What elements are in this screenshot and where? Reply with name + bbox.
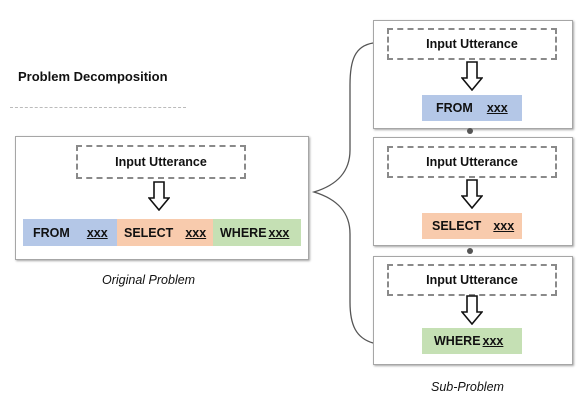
original-where-segment: WHERE xxx bbox=[213, 219, 301, 246]
subproblem-box-select: Input Utterance SELECT xxx bbox=[373, 137, 573, 246]
sub2-keyword: SELECT bbox=[432, 219, 482, 233]
title-divider bbox=[10, 107, 186, 108]
sub2-input-utterance: Input Utterance bbox=[387, 146, 557, 178]
select-keyword: SELECT bbox=[124, 225, 174, 240]
sub1-value: xxx bbox=[486, 101, 508, 115]
connector-dot bbox=[467, 128, 473, 134]
where-keyword: WHERE bbox=[220, 225, 267, 240]
connector-dot bbox=[467, 248, 473, 254]
subproblem-box-where: Input Utterance WHERE xxx bbox=[373, 256, 573, 365]
subproblem-box-from: Input Utterance FROM xxx bbox=[373, 20, 573, 129]
sub3-value: xxx bbox=[482, 334, 504, 348]
diagram-title: Problem Decomposition bbox=[18, 69, 168, 84]
sub3-where-segment: WHERE xxx bbox=[422, 328, 522, 354]
original-problem-caption: Original Problem bbox=[102, 273, 196, 287]
original-input-utterance: Input Utterance bbox=[76, 145, 246, 179]
original-down-arrow-icon bbox=[148, 181, 170, 211]
from-keyword: FROM bbox=[33, 225, 70, 240]
sub1-input-utterance: Input Utterance bbox=[387, 28, 557, 60]
original-select-segment: SELECT xxx bbox=[117, 219, 213, 246]
sub3-down-arrow-icon bbox=[461, 295, 483, 325]
sub3-keyword: WHERE bbox=[434, 334, 481, 348]
sub3-input-utterance: Input Utterance bbox=[387, 264, 557, 296]
original-problem-box: Input Utterance FROM xxx SELECT xxx WHER… bbox=[15, 136, 309, 260]
sub2-value: xxx bbox=[493, 219, 515, 233]
sub1-keyword: FROM bbox=[436, 101, 473, 115]
sub1-from-segment: FROM xxx bbox=[422, 95, 522, 121]
original-from-segment: FROM xxx bbox=[23, 219, 117, 246]
select-value: xxx bbox=[185, 225, 207, 240]
sub2-select-segment: SELECT xxx bbox=[422, 213, 522, 239]
sub1-down-arrow-icon bbox=[461, 61, 483, 91]
sub2-down-arrow-icon bbox=[461, 179, 483, 209]
where-value: xxx bbox=[268, 225, 290, 240]
subproblem-caption: Sub-Problem bbox=[431, 380, 504, 394]
from-value: xxx bbox=[86, 225, 108, 240]
